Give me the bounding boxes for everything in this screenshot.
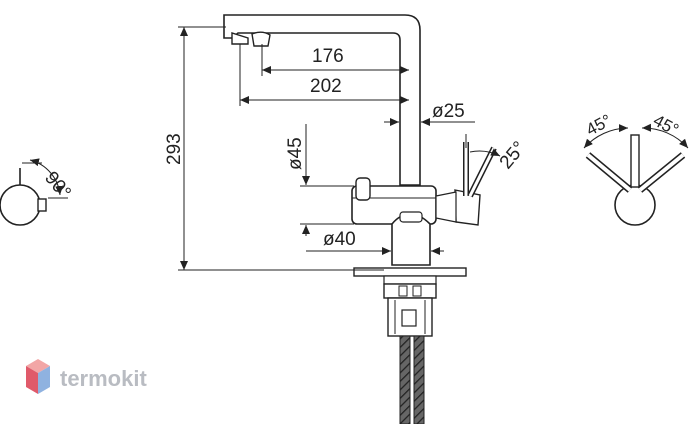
dimension-label-ø45: ø45 <box>285 137 306 170</box>
dimension-label-176: 176 <box>312 46 344 67</box>
handle-side-stub <box>37 198 47 212</box>
angle-label-left-45: 45° <box>583 111 615 140</box>
angle-label-90: 90° <box>40 168 75 204</box>
dimension-176: 176 <box>261 44 409 76</box>
dimension-293: 293 <box>164 26 384 271</box>
spout-tube <box>223 14 421 186</box>
angle-label-25: 25° <box>496 138 531 174</box>
handle-lever-center <box>630 134 640 188</box>
left-side-handle-view: 90° <box>0 158 75 226</box>
handle-knob-circle-right <box>614 184 656 226</box>
right-side-handle-view: 45° 45° <box>583 111 689 226</box>
termokit-logo: termokit <box>26 359 147 394</box>
brand-name: termokit <box>60 366 147 391</box>
rotation-arc-90 <box>29 158 64 196</box>
dimension-diameter-45: ø45 <box>285 124 354 236</box>
dimension-label-ø25: ø25 <box>432 101 465 122</box>
dimension-label-ø40: ø40 <box>323 229 356 250</box>
dimension-202: 202 <box>239 44 409 106</box>
rotation-arc-right-45 <box>641 123 689 149</box>
mounting-nut <box>383 283 437 299</box>
dimension-label-202: 202 <box>310 76 342 97</box>
faucet-main-view <box>223 14 497 424</box>
hexagon-cube-icon <box>26 359 50 394</box>
hose-left <box>399 335 411 424</box>
hose-right <box>413 335 425 424</box>
base-plate <box>353 267 467 277</box>
dimension-label-293: 293 <box>164 133 185 165</box>
dimension-diameter-40: ø40 <box>306 229 444 255</box>
dimension-angle-25: 25° <box>465 134 531 174</box>
left-valve-knob <box>355 177 371 201</box>
dimension-diameter-25: ø25 <box>384 101 475 126</box>
handle-knob-circle <box>0 184 41 226</box>
angle-label-right-45: 45° <box>650 111 682 140</box>
rotation-arc-left-45 <box>583 124 629 149</box>
spout-aerator <box>231 32 249 45</box>
